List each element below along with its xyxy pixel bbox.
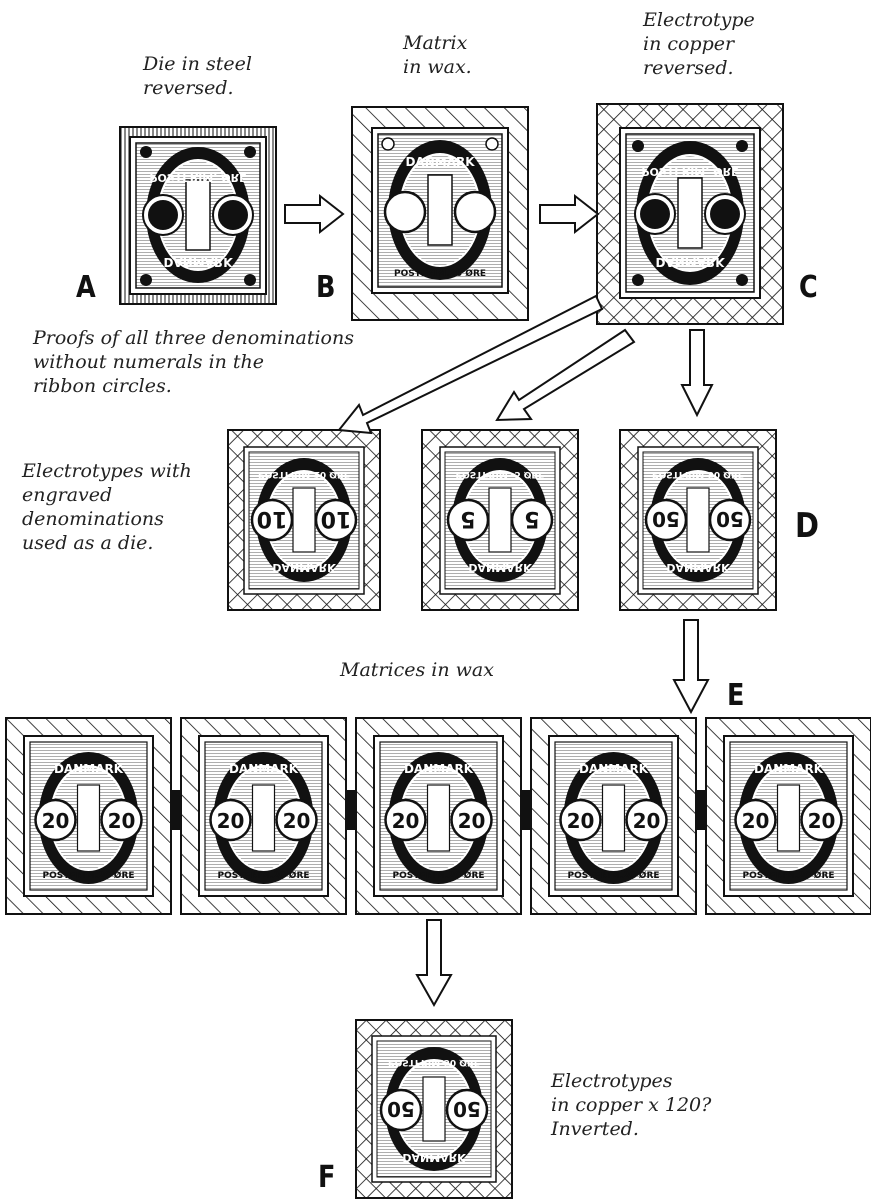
arrow-a-to-b xyxy=(284,193,345,235)
stamp-d-50-country-text: DANMARK xyxy=(666,561,730,574)
stamp-a-country-text: DANMARK xyxy=(163,255,233,269)
matrix-left-numeral: 20 xyxy=(42,809,70,833)
matrix-right-numeral: 20 xyxy=(633,809,661,833)
stamp-f-postfrim-text: POSTFRIM.50 ØRE xyxy=(388,1057,480,1068)
stamp-d-10-left-numeral: 10 xyxy=(257,506,288,531)
label-a: A xyxy=(76,270,96,305)
stamp-f-country-text: DANMARK xyxy=(402,1151,466,1164)
stamp-d-5-right-numeral: 5 xyxy=(524,506,539,531)
arrow-c-to-d-middle xyxy=(495,328,636,422)
stamp-d-50-postfrim-text: POSTFRIM.50 ØRE xyxy=(652,469,744,480)
stamp-d-10-right-numeral: 10 xyxy=(321,506,352,531)
label-e: E xyxy=(727,678,745,713)
stamp-c-country-text: DANMARK xyxy=(655,255,725,269)
label-d: D xyxy=(795,506,819,546)
caption-electrotype-copper: Electrotype in copper reversed. xyxy=(643,9,755,79)
stamp-d-50-right-numeral: 50 xyxy=(716,507,744,531)
matrix-stamp-1: 20 20 DANMARK POSTFRIM.20 ØRE xyxy=(5,717,172,915)
matrix-stamp-2: 20 20 DANMARK POSTFRIM.20 ØRE xyxy=(180,717,347,915)
arrow-d-to-e xyxy=(672,619,710,715)
matrix-country-text: DANMARK xyxy=(579,762,649,776)
matrix-connector xyxy=(169,790,183,830)
stamp-d-50-left-numeral: 50 xyxy=(652,507,680,531)
matrix-right-numeral: 20 xyxy=(108,809,136,833)
stamp-d-50: 50 50 POSTFRIM.50 ØRE DANMARK xyxy=(619,429,777,611)
stamp-b-country-text: DANMARK xyxy=(405,155,475,169)
matrix-country-text: DANMARK xyxy=(229,762,299,776)
caption-matrices-wax: Matrices in wax xyxy=(340,659,494,681)
matrix-connector xyxy=(344,790,358,830)
caption-electrotypes-final: Electrotypes in copper x 120? Inverted. xyxy=(551,1070,712,1140)
matrix-stamp-5: 20 20 DANMARK POSTFRIM.20 ØRE xyxy=(705,717,871,915)
stamp-d-5-left-numeral: 5 xyxy=(460,506,475,531)
arrow-c-to-d-left xyxy=(337,294,604,435)
matrix-country-text: DANMARK xyxy=(54,762,124,776)
matrix-left-numeral: 20 xyxy=(392,809,420,833)
matrix-right-numeral: 20 xyxy=(458,809,486,833)
stamp-a-die: POSTFRIM. ØRE DANMARK xyxy=(119,126,277,305)
arrow-b-to-c xyxy=(539,193,600,235)
stamp-b-postfrim-text: POSTFRIM.20 ØRE xyxy=(394,268,486,279)
caption-matrix: Matrix in wax. xyxy=(403,32,472,78)
matrix-right-numeral: 20 xyxy=(283,809,311,833)
arrow-c-to-d-down xyxy=(680,329,714,418)
matrix-postfrim-text: POSTFRIM.20 ØRE xyxy=(742,870,834,881)
label-b: B xyxy=(316,270,336,305)
stamp-d-10: 10 10 POSTFRIM.10 ØRE DANMARK xyxy=(227,429,381,611)
matrix-postfrim-text: POSTFRIM.20 ØRE xyxy=(567,870,659,881)
caption-proofs: Proofs of all three denominations withou… xyxy=(33,327,354,397)
matrix-left-numeral: 20 xyxy=(567,809,595,833)
stamp-f-left-numeral: 50 xyxy=(387,1097,415,1121)
stamp-d-10-postfrim-text: POSTFRIM.10 ØRE xyxy=(258,469,350,480)
stamp-d-10-country-text: DANMARK xyxy=(272,561,336,574)
stamp-d-5-postfrim-text: POSTFRIM. 5 ØRE xyxy=(456,469,545,480)
label-c: C xyxy=(799,270,818,305)
stamp-f-right-numeral: 50 xyxy=(453,1097,481,1121)
matrix-stamp-4: 20 20 DANMARK POSTFRIM.20 ØRE xyxy=(530,717,697,915)
matrix-postfrim-text: POSTFRIM.20 ØRE xyxy=(217,870,309,881)
stamp-d-5: 5 5 POSTFRIM. 5 ØRE DANMARK xyxy=(421,429,579,611)
matrix-connector xyxy=(694,790,708,830)
stamp-b-matrix: DANMARK POSTFRIM.20 ØRE xyxy=(351,106,529,321)
caption-electrotypes-engraved: Electrotypes with engraved denominations… xyxy=(22,460,192,554)
label-f: F xyxy=(318,1160,336,1195)
arrow-e-to-f xyxy=(415,919,453,1008)
row-e-matrices: 20 20 DANMARK POSTFRIM.20 ØRE 20 20 DANMARK POS… xyxy=(5,717,871,915)
stamp-c-electrotype: POSTFRIM. ØRE DANMARK xyxy=(596,103,784,325)
matrix-postfrim-text: POSTFRIM.20 ØRE xyxy=(42,870,134,881)
matrix-left-numeral: 20 xyxy=(217,809,245,833)
stamp-c-postfrim-text: POSTFRIM. ØRE xyxy=(641,165,738,178)
stamp-f-electrotype: 50 50 POSTFRIM.50 ØRE DANMARK xyxy=(355,1019,513,1199)
matrix-right-numeral: 20 xyxy=(808,809,836,833)
matrix-stamp-3: 20 20 DANMARK POSTFRIM.20 ØRE xyxy=(355,717,522,915)
matrix-connector xyxy=(519,790,533,830)
stamp-d-5-country-text: DANMARK xyxy=(468,561,532,574)
matrix-left-numeral: 20 xyxy=(742,809,770,833)
stamp-a-postfrim-text: POSTFRIM. ØRE xyxy=(149,171,246,184)
matrix-country-text: DANMARK xyxy=(754,762,824,776)
matrix-postfrim-text: POSTFRIM.20 ØRE xyxy=(392,870,484,881)
matrix-country-text: DANMARK xyxy=(404,762,474,776)
caption-die: Die in steel reversed. xyxy=(143,53,252,99)
